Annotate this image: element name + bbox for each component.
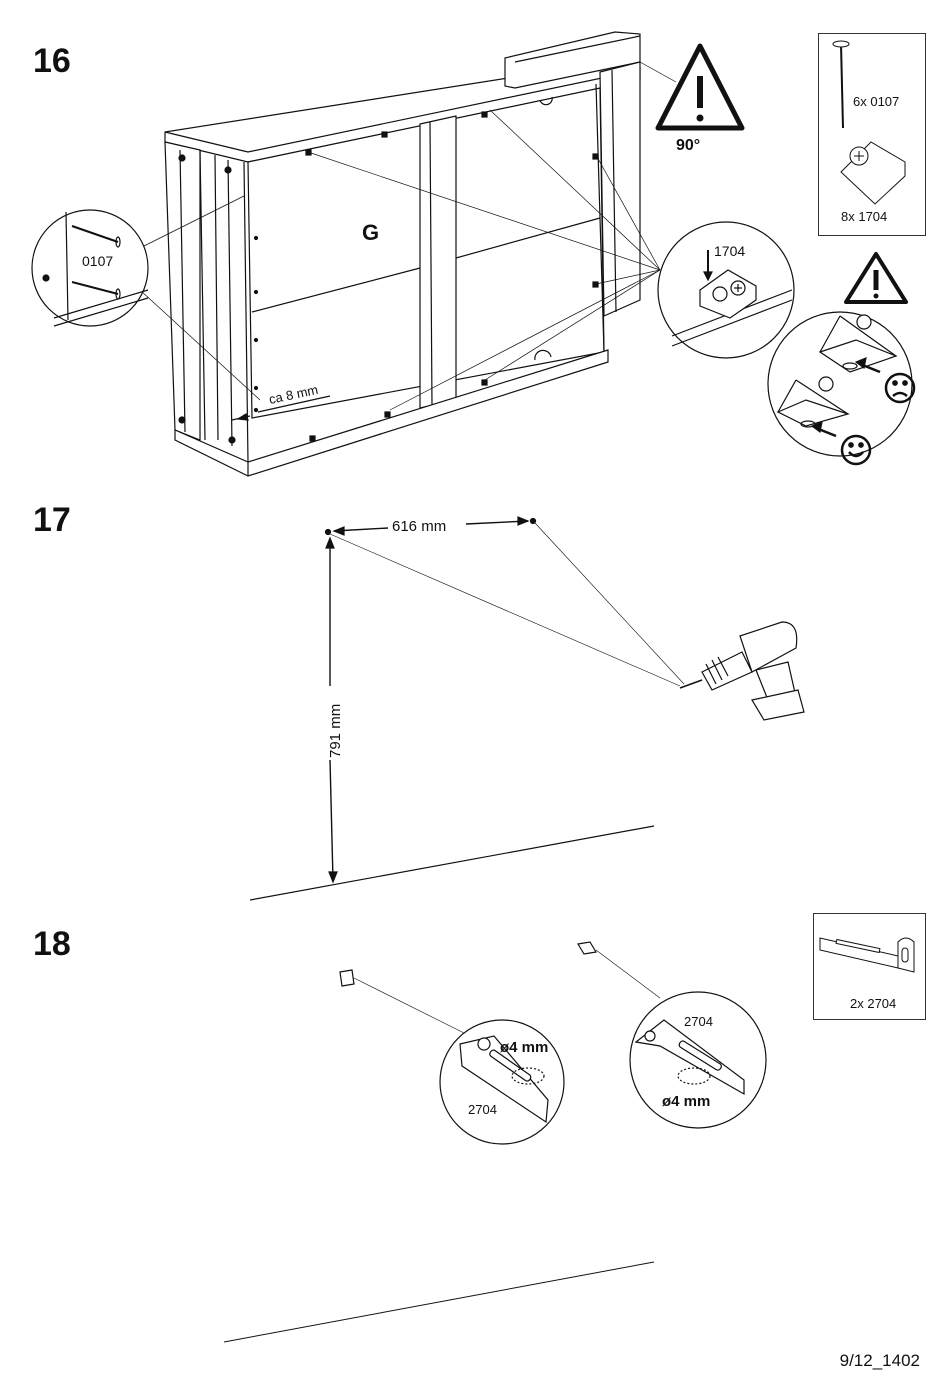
step-number-18: 18	[33, 925, 71, 963]
sad-face-icon	[884, 372, 916, 404]
parts-box-step18: 2x 2704	[813, 913, 926, 1020]
screw-connector-icon	[840, 141, 906, 205]
step-number-16: 16	[33, 42, 71, 80]
cabinet-step16	[164, 31, 641, 477]
parts-nail-qty: 6x 0107	[853, 94, 900, 109]
right-bracket-code: 2704	[684, 1014, 713, 1029]
parts-box-step16: 6x 0107 8x 1704	[818, 33, 926, 236]
height-dimension-label: 791 mm	[327, 704, 344, 758]
parts-connector-qty: 8x 1704	[841, 209, 888, 224]
nail-icon	[832, 40, 850, 129]
connector-callout-code: 1704	[714, 243, 745, 259]
panel-label-g: G	[362, 220, 379, 245]
bracket-part-icon	[819, 937, 915, 973]
left-drill-label: ø4 mm	[500, 1039, 548, 1056]
width-dimension-label: 616 mm	[392, 518, 446, 535]
right-drill-label: ø4 mm	[662, 1093, 710, 1110]
page-code: 9/12_1402	[839, 1351, 920, 1370]
angle-label: 90°	[676, 137, 700, 154]
warning-triangle-icon	[655, 43, 745, 131]
nail-callout-code: 0107	[82, 253, 113, 269]
left-bracket-code: 2704	[468, 1102, 497, 1117]
drill-icon	[679, 621, 805, 721]
nail-detail-callout	[31, 209, 149, 327]
connector-detail-callout	[657, 221, 795, 359]
warning-small-icon	[844, 252, 908, 304]
floor-line-step18	[223, 1261, 655, 1343]
bracket-mount-right	[577, 941, 767, 1129]
wall-drill-diagram	[249, 516, 685, 901]
parts-bracket-qty: 2x 2704	[850, 996, 897, 1011]
bracket-mount-left	[339, 969, 565, 1145]
orientation-comparison-callout	[767, 311, 913, 457]
leader-lines-step16	[139, 61, 677, 411]
step-number-17: 17	[33, 501, 71, 539]
happy-face-icon	[840, 434, 872, 466]
